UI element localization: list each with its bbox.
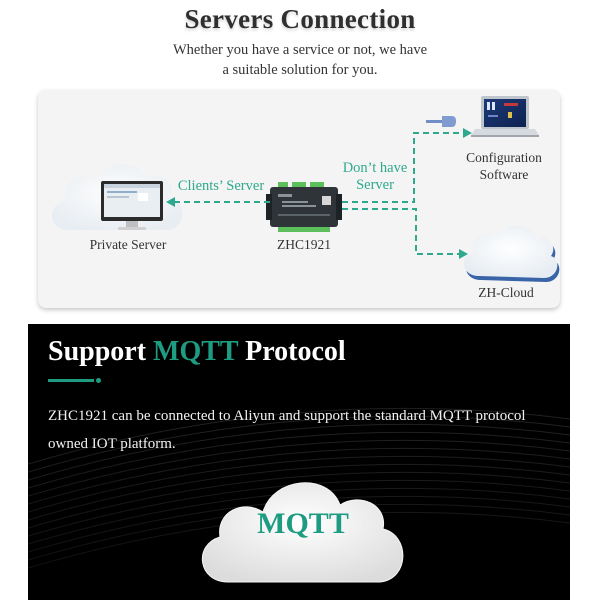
clients-server-label: Clients’ Server — [177, 178, 265, 194]
zhc1921-device-icon — [266, 182, 342, 232]
subtitle-line-1: Whether you have a service or not, we ha… — [172, 42, 428, 58]
arrow-to-cloud — [459, 249, 468, 259]
connector-to-cloud — [342, 208, 460, 255]
mqtt-description: ZHC1921 can be connected to Aliyun and s… — [48, 408, 526, 452]
mqtt-cloud: MQTT — [188, 457, 418, 600]
laptop-icon — [471, 96, 539, 137]
connector-to-config — [342, 132, 464, 203]
page-title: Servers Connection — [184, 4, 416, 34]
monitor-icon — [101, 181, 163, 230]
connection-diagram: Private Server ZHC1921 Clients’ Server D… — [38, 90, 560, 308]
diagram-graphics — [51, 96, 560, 282]
subtitle-line-2: a suitable solution for you. — [222, 62, 378, 78]
dont-have-line-1: Don’t have — [342, 160, 408, 176]
configuration-software-label: Configuration Software — [454, 149, 554, 183]
zh-cloud-icon — [463, 225, 560, 282]
cable-plug-icon — [426, 116, 456, 127]
dont-have-server-label: Don’t have Server — [336, 160, 414, 194]
zh-cloud-label: ZH-Cloud — [478, 285, 534, 300]
mqtt-title-prefix: Support — [48, 336, 147, 367]
config-line-1: Configuration — [466, 150, 542, 165]
device-label: ZHC1921 — [277, 237, 331, 252]
config-line-2: Software — [479, 167, 529, 182]
striped-background — [28, 324, 570, 600]
mqtt-cloud-icon — [202, 482, 404, 583]
dont-have-line-2: Server — [356, 177, 394, 193]
mqtt-title: Support MQTT Protocol — [48, 336, 346, 368]
page-subtitle: Whether you have a service or not, we ha… — [0, 40, 600, 80]
mqtt-cloud-text: MQTT — [257, 507, 349, 540]
private-server-label: Private Server — [89, 237, 167, 252]
arrow-to-config — [463, 128, 472, 138]
mqtt-section: Support MQTT Protocol ZHC1921 can be con… — [28, 324, 570, 600]
arrow-to-private-server — [166, 197, 175, 207]
title-underline-dot — [96, 378, 101, 383]
title-underline — [48, 379, 94, 382]
mqtt-title-accent: MQTT — [153, 336, 239, 367]
mqtt-title-suffix: Protocol — [245, 336, 346, 367]
